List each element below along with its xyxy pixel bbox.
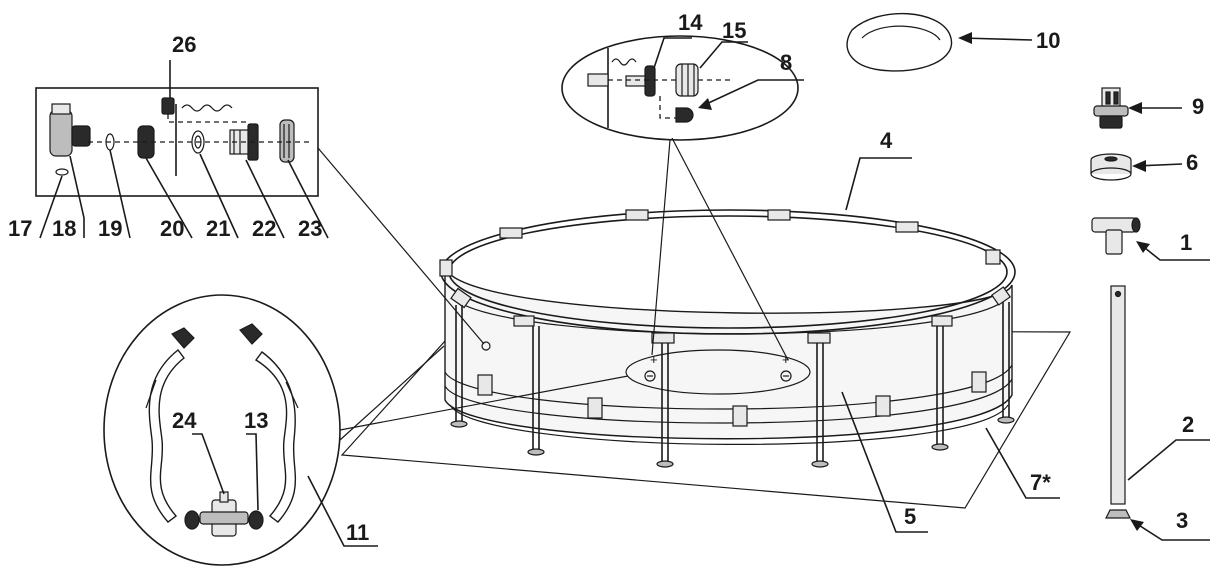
callout-23: 23 bbox=[298, 216, 322, 241]
pool-cover-part bbox=[846, 12, 953, 72]
callout-22: 22 bbox=[252, 216, 276, 241]
callout-10: 10 bbox=[1036, 28, 1060, 53]
pump-fittings-box bbox=[35, 87, 485, 345]
callout-11: 11 bbox=[346, 520, 369, 545]
leg-cap-part bbox=[1090, 153, 1132, 181]
leg-part bbox=[1110, 285, 1126, 505]
callout-17: 17 bbox=[8, 216, 32, 241]
wall-openings-highlight bbox=[625, 349, 811, 395]
hose-detail-inset bbox=[103, 294, 629, 566]
svg-text:+: + bbox=[782, 352, 790, 367]
callout-14: 14 bbox=[678, 10, 703, 35]
pool-legs bbox=[450, 302, 1015, 468]
callout-20: 20 bbox=[160, 216, 184, 241]
callout-9: 9 bbox=[1192, 94, 1204, 119]
callout-6: 6 bbox=[1186, 150, 1198, 175]
callout-5: 5 bbox=[904, 504, 916, 529]
svg-text:+: + bbox=[650, 352, 658, 367]
valve-part bbox=[1093, 87, 1129, 129]
callout-2: 2 bbox=[1182, 412, 1194, 437]
callout-3: 3 bbox=[1176, 508, 1188, 533]
callout-21: 21 bbox=[206, 216, 230, 241]
foot-part bbox=[1105, 509, 1131, 519]
callout-18: 18 bbox=[52, 216, 76, 241]
callout-7: 7* bbox=[1030, 470, 1051, 495]
callout-labels: 1 2 3 4 5 6 7* 8 9 10 11 13 14 15 17 18 … bbox=[8, 10, 1204, 545]
top-rail-joints bbox=[439, 209, 1012, 344]
t-joint-part bbox=[1091, 217, 1141, 255]
callout-4: 4 bbox=[880, 128, 893, 153]
callout-19: 19 bbox=[98, 216, 122, 241]
callout-13: 13 bbox=[244, 408, 268, 433]
ground-cloth bbox=[340, 329, 1072, 509]
callout-1: 1 bbox=[1180, 230, 1192, 255]
leader-lines bbox=[39, 32, 1210, 547]
callout-15: 15 bbox=[722, 18, 746, 43]
pool-assembly bbox=[439, 209, 1016, 468]
belt-straps bbox=[477, 371, 987, 427]
plug-detail-inset: + + bbox=[561, 35, 799, 367]
wall-hole bbox=[481, 341, 491, 351]
callout-26: 26 bbox=[172, 32, 196, 57]
callout-24: 24 bbox=[172, 408, 197, 433]
callout-8: 8 bbox=[780, 50, 792, 75]
